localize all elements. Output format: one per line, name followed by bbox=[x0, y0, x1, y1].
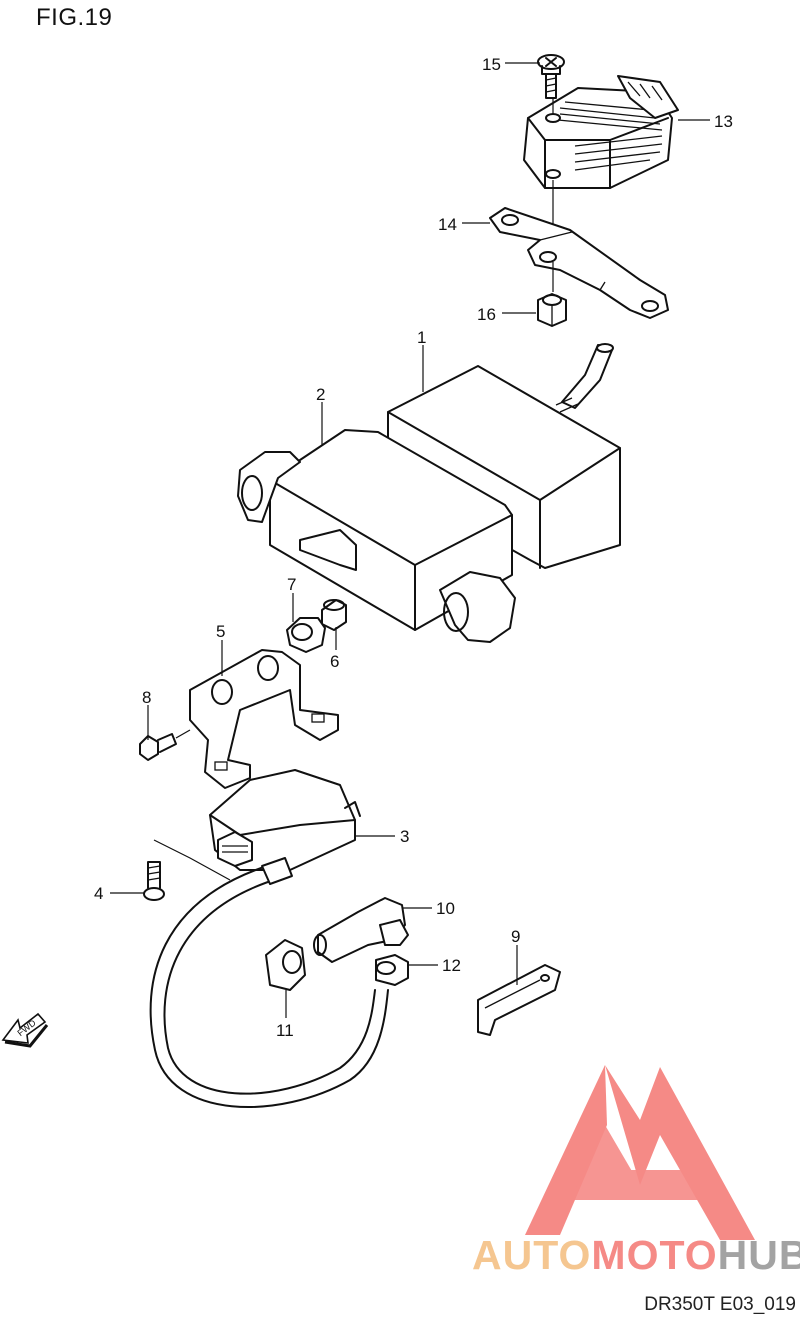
diagram-code: DR350T E03_019 bbox=[644, 1294, 796, 1315]
leader-lines bbox=[110, 62, 710, 1018]
part-4-screw bbox=[143, 839, 231, 901]
callout-9: 9 bbox=[511, 927, 520, 946]
part-3-ignition-coil bbox=[209, 769, 361, 871]
callout-14: 14 bbox=[438, 215, 457, 234]
part-11-grommet bbox=[265, 939, 306, 991]
brand-part-3: HUB bbox=[717, 1232, 800, 1278]
callout-8: 8 bbox=[142, 688, 151, 707]
watermark-brand-text: AUTOMOTOHUB bbox=[472, 1232, 800, 1279]
part-10-plug-cap bbox=[313, 897, 409, 963]
callout-labels: 15 13 14 16 1 2 7 6 5 8 3 4 10 12 11 9 bbox=[94, 55, 733, 1040]
part-12-terminal bbox=[375, 954, 409, 986]
part-13-regulator bbox=[523, 75, 679, 189]
watermark-logo bbox=[525, 1065, 755, 1240]
callout-1: 1 bbox=[417, 328, 426, 347]
part-5-bracket bbox=[189, 649, 339, 789]
callout-2: 2 bbox=[316, 385, 325, 404]
part-14-bracket bbox=[489, 207, 669, 319]
high-tension-lead bbox=[149, 857, 389, 1108]
forward-direction-arrow: FWD bbox=[1, 1012, 49, 1048]
brand-part-1: AUTO bbox=[472, 1232, 592, 1278]
callout-15: 15 bbox=[482, 55, 501, 74]
callout-3: 3 bbox=[400, 827, 409, 846]
part-7-cushion bbox=[286, 617, 326, 653]
callout-13: 13 bbox=[714, 112, 733, 131]
callout-7: 7 bbox=[287, 575, 296, 594]
brand-part-2: MOTO bbox=[591, 1232, 718, 1278]
callout-16: 16 bbox=[477, 305, 496, 324]
callout-11: 11 bbox=[276, 1021, 294, 1040]
callout-5: 5 bbox=[216, 622, 225, 641]
part-9-clamp bbox=[477, 964, 561, 1036]
callout-10: 10 bbox=[436, 899, 455, 918]
callout-12: 12 bbox=[442, 956, 461, 975]
part-15-screw bbox=[537, 54, 565, 99]
part-2-rubber-mount bbox=[237, 429, 516, 643]
callout-4: 4 bbox=[94, 884, 103, 903]
figure-title: FIG.19 bbox=[36, 4, 113, 31]
part-16-nut bbox=[537, 262, 567, 327]
callout-6: 6 bbox=[330, 652, 339, 671]
part-6-collar bbox=[321, 599, 347, 631]
